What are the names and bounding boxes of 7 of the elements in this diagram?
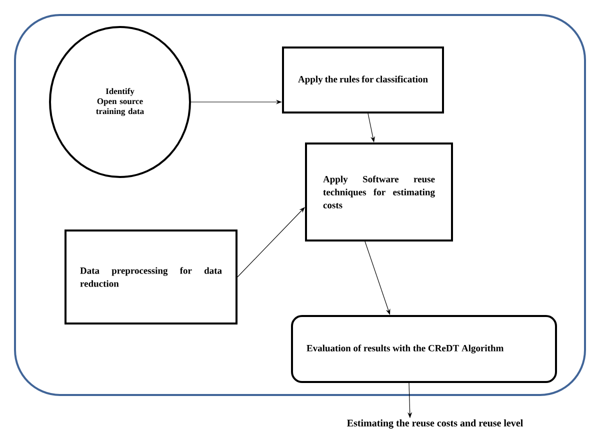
arrow: [237, 207, 305, 278]
output-text: Estimating the reuse costs and reuse level: [347, 419, 523, 429]
process-box: Data preprocessing for data reduction: [64, 230, 238, 324]
frame-background: [14, 14, 586, 396]
process-box: Apply Software reuse techniques for estimating costs: [305, 142, 453, 242]
process-box: Evaluation of results with the CReDT Algorithm: [291, 315, 557, 383]
process-box: Apply the rules for classification: [282, 46, 444, 114]
